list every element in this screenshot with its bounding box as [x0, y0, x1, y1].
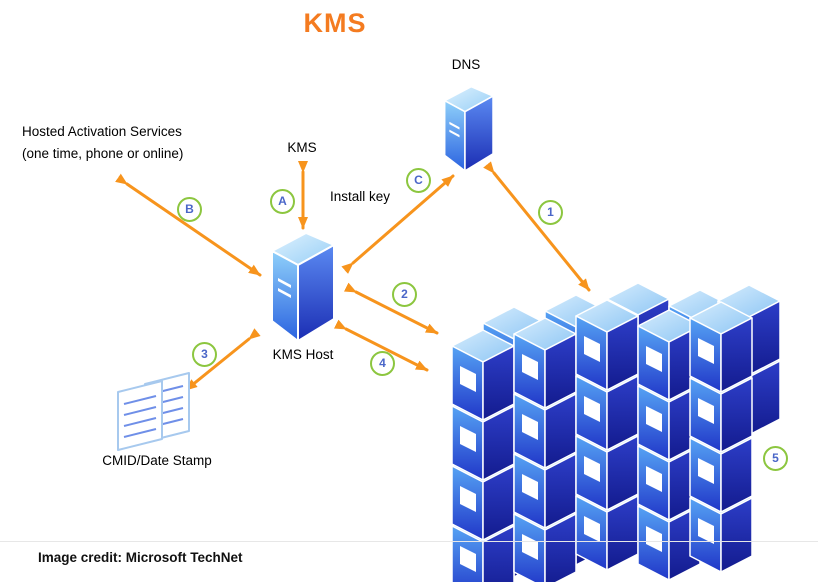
callout-5: 5: [763, 446, 788, 471]
callout-1: 1: [538, 200, 563, 225]
callout-3: 3: [192, 342, 217, 367]
kms-host-label: KMS Host: [272, 347, 334, 362]
callout-4: 4: [370, 351, 395, 376]
arrow-c: [341, 174, 455, 274]
callout-c: C: [406, 168, 431, 193]
arrow-1: [483, 161, 591, 292]
install-key-label: Install key: [330, 189, 391, 204]
callout-a: A: [270, 189, 295, 214]
page-title: KMS: [303, 8, 367, 38]
callout-2: 2: [392, 282, 417, 307]
callout-b: B: [177, 197, 202, 222]
kms-label: KMS: [287, 140, 317, 155]
divider: [0, 541, 818, 542]
cmid-documents-icon: [117, 372, 190, 451]
arrows: [115, 161, 591, 392]
dns-server-icon: [443, 85, 494, 172]
cmid-label: CMID/Date Stamp: [102, 453, 212, 468]
arrow-3: [184, 328, 261, 392]
image-credit: Image credit: Microsoft TechNet: [38, 550, 243, 565]
hosted-activation-label-line2: (one time, phone or online): [22, 146, 184, 161]
kms-host-server-icon: [271, 232, 335, 342]
arrow-4: [333, 319, 429, 372]
arrow-b: [115, 173, 262, 277]
dns-label: DNS: [451, 57, 481, 72]
client-servers-cluster-icon: [451, 282, 781, 582]
hosted-activation-label-line1: Hosted Activation Services: [22, 124, 182, 139]
